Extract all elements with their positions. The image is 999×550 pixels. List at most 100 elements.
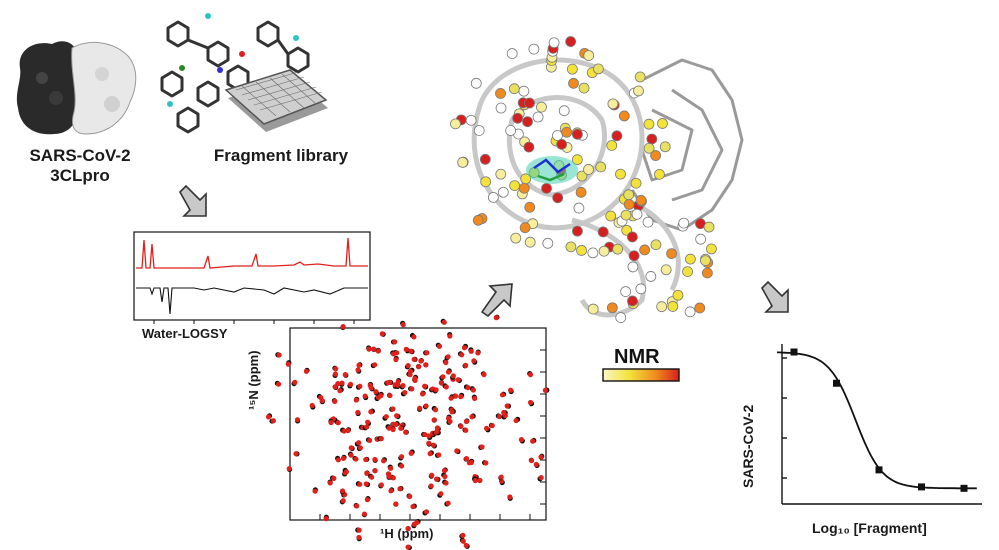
hsqc-peak-red <box>387 379 393 385</box>
hsqc-peak-red <box>407 368 414 374</box>
hsqc-peak-red <box>424 350 430 356</box>
hsqc-peak-red <box>433 476 440 482</box>
residue-sphere <box>524 201 536 213</box>
nmr-scale-label: NMR <box>614 346 660 368</box>
residue-sphere <box>558 105 570 117</box>
nmr-color-scale <box>602 368 680 382</box>
hsqc-peak-red <box>483 425 490 432</box>
hsqc-peak-red <box>528 457 535 464</box>
hsqc-peak-red <box>348 452 354 458</box>
residue-sphere <box>618 110 630 122</box>
hsqc-peak-red <box>423 509 430 515</box>
residue-sphere <box>561 126 573 138</box>
hsqc-peak-red <box>402 390 408 396</box>
hsqc-peak-red <box>400 322 406 328</box>
hsqc-peak-red <box>393 501 399 507</box>
hsqc-peak-red <box>340 455 347 461</box>
hsqc-peak-red <box>498 474 504 480</box>
hsqc-peak-red <box>356 440 362 446</box>
hsqc-peak-red <box>398 463 405 469</box>
hsqc-peak-red <box>460 538 466 544</box>
hsqc-peak-red <box>373 389 379 395</box>
hsqc-peak-red <box>270 418 276 424</box>
hsqc-peak-red <box>432 407 439 413</box>
residue-sphere <box>518 182 530 194</box>
hsqc-peak-red <box>369 474 375 480</box>
residue-sphere <box>587 247 599 259</box>
residue-sphere <box>552 192 564 204</box>
residue-sphere <box>666 248 677 260</box>
hsqc-peak-red <box>265 414 272 420</box>
hsqc-peak-red <box>394 413 400 419</box>
hsqc-peak-red <box>340 498 346 504</box>
residue-sphere <box>650 150 662 161</box>
residue-sphere <box>510 232 522 244</box>
hsqc-peak-red <box>458 394 464 400</box>
hsqc-peak-red <box>372 468 378 474</box>
residue-sphere <box>565 241 577 253</box>
hsqc-peak-red <box>431 417 437 423</box>
hsqc-peak-red <box>449 409 455 415</box>
residue-sphere <box>497 186 509 198</box>
hsqc-peak-red <box>366 346 372 352</box>
residue-sphere <box>623 199 635 210</box>
residue-sphere <box>672 289 684 301</box>
hsqc-peak-red <box>472 395 478 402</box>
hsqc-peak-red <box>426 440 432 446</box>
hsqc-peak-red <box>417 405 423 411</box>
hsqc-peak-red <box>414 519 420 526</box>
residue-sphere <box>480 176 492 188</box>
residue-sphere <box>465 114 477 126</box>
hsqc-peak-red <box>429 472 435 478</box>
logsy-red-trace <box>136 237 368 269</box>
hsqc-peak-red <box>386 473 392 480</box>
hsqc-peak-red <box>390 351 397 357</box>
residue-sphere <box>623 189 635 201</box>
residue-sphere <box>520 173 532 185</box>
hsqc-peak-red <box>293 451 299 457</box>
residue-sphere <box>700 255 711 266</box>
residue-sphere <box>522 116 533 128</box>
hsqc-peak-red <box>527 399 534 406</box>
residue-sphere <box>643 118 655 130</box>
hsqc-y-label: ¹⁵N (ppm) <box>246 350 261 410</box>
hsqc-peak-red <box>448 395 454 401</box>
protease-structure-image <box>450 36 744 323</box>
hsqc-peak-red <box>538 454 544 460</box>
hsqc-peak-red <box>398 425 404 431</box>
hsqc-peak-red <box>368 409 374 415</box>
hsqc-peak-red <box>364 470 370 476</box>
protease-label-line1: SARS-CoV-2 <box>29 146 131 165</box>
hsqc-peak-red <box>408 348 414 354</box>
logsy-black-trace <box>136 287 368 315</box>
hsqc-peak-red <box>333 366 339 372</box>
residue-sphere <box>626 231 638 243</box>
hsqc-peak-red <box>353 456 359 462</box>
dose-response-point <box>790 348 798 356</box>
residue-sphere <box>642 216 654 228</box>
hsqc-peak-red <box>390 475 396 481</box>
hsqc-peak-red <box>388 488 394 494</box>
residue-sphere <box>650 239 662 251</box>
hsqc-peak-red <box>428 483 434 489</box>
hsqc-peak-red <box>339 488 346 494</box>
dose-response-point <box>833 379 840 387</box>
hsqc-peak-red <box>400 383 406 389</box>
hsqc-peak-red <box>542 387 548 393</box>
residue-sphere <box>635 283 647 295</box>
arrow-to-dose-response <box>761 280 789 313</box>
residue-sphere <box>566 63 578 75</box>
hsqc-peak-red <box>430 442 437 448</box>
hsqc-peak-red <box>463 362 469 368</box>
hsqc-peak-red <box>445 354 451 360</box>
hsqc-peak-red <box>470 387 476 393</box>
hsqc-peak-red <box>370 346 377 352</box>
hsqc-peak-red <box>454 448 460 454</box>
residue-sphere <box>583 164 594 175</box>
residue-sphere <box>472 214 484 226</box>
hsqc-peak-red <box>356 362 362 368</box>
hsqc-peak-red <box>423 362 429 368</box>
hsqc-peak-red <box>292 379 298 385</box>
hsqc-peak-red <box>337 388 343 394</box>
hsqc-peak-red <box>356 534 362 541</box>
